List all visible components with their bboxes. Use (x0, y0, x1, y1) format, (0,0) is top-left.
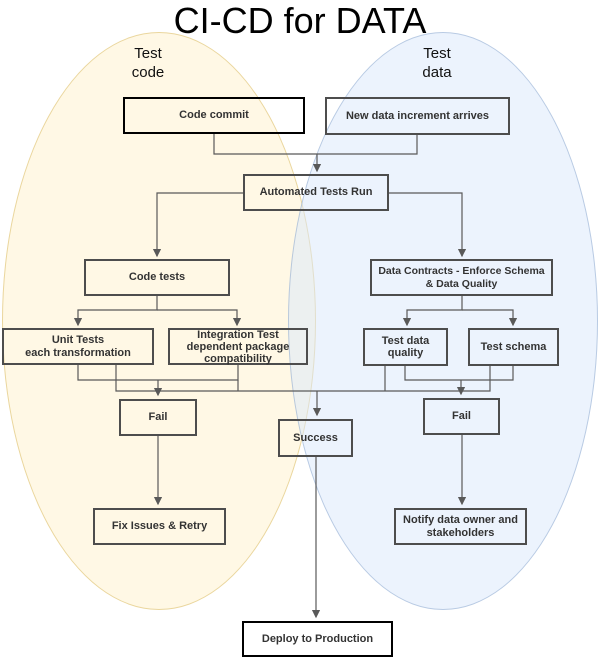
node-new-data-increment: New data increment arrives (325, 97, 510, 135)
node-fail-right-label: Fail (452, 410, 471, 423)
connector-success-merge (115, 365, 491, 392)
node-success: Success (278, 419, 353, 457)
connector-commit-newdata-merge (213, 134, 418, 155)
node-integration-test: Integration Test dependent package compa… (168, 328, 308, 365)
node-success-label: Success (293, 431, 338, 444)
node-code-commit: Code commit (123, 97, 305, 134)
node-code-tests-label: Code tests (128, 271, 186, 284)
connector-code-tests-to-integration (157, 309, 242, 327)
page-title: CI-CD for DATA (173, 0, 427, 41)
node-deploy-to-production-label: Deploy to Production (261, 632, 374, 645)
node-test-data-quality: Test data quality (363, 328, 448, 366)
venn-ellipse-test-data (288, 32, 598, 610)
connector-right-fail-merge (404, 366, 514, 381)
node-data-contracts-label: Data Contracts - Enforce Schema & Data Q… (378, 265, 545, 290)
node-code-commit-label: Code commit (179, 109, 249, 122)
connector-left-fail-merge (77, 365, 239, 381)
node-unit-tests-label: Unit Tests each transformation (25, 334, 131, 359)
connector-contracts-to-schema (462, 309, 518, 327)
node-test-data-quality-label: Test data quality (381, 334, 430, 360)
node-unit-tests: Unit Tests each transformation (2, 328, 154, 365)
node-new-data-increment-label: New data increment arrives (345, 109, 490, 122)
node-test-schema: Test schema (468, 328, 559, 366)
node-fail-left-label: Fail (148, 411, 168, 424)
connector-automated-to-data-contracts (389, 192, 467, 258)
node-fix-issues-retry: Fix Issues & Retry (93, 508, 226, 545)
connector-automated-to-code-tests (152, 192, 243, 258)
node-data-contracts: Data Contracts - Enforce Schema & Data Q… (370, 259, 553, 296)
connector-code-tests-to-unit (73, 296, 158, 327)
node-code-tests: Code tests (84, 259, 230, 296)
node-integration-test-label: Integration Test dependent package compa… (186, 328, 290, 365)
venn-label-test-code: Test code (131, 45, 165, 81)
node-notify-stakeholders-label: Notify data owner and stakeholders (403, 514, 518, 539)
venn-ellipse-test-code (2, 32, 316, 610)
node-test-schema-label: Test schema (480, 340, 547, 353)
node-deploy-to-production: Deploy to Production (242, 621, 393, 657)
node-notify-stakeholders: Notify data owner and stakeholders (394, 508, 527, 545)
node-fix-issues-retry-label: Fix Issues & Retry (111, 520, 208, 533)
connector-contracts-to-quality (402, 296, 463, 327)
node-fail-right: Fail (423, 398, 500, 435)
venn-label-test-data: Test data (422, 45, 452, 81)
node-automated-tests-run: Automated Tests Run (243, 174, 389, 211)
node-automated-tests-run-label: Automated Tests Run (259, 186, 373, 199)
node-fail-left: Fail (119, 399, 197, 436)
